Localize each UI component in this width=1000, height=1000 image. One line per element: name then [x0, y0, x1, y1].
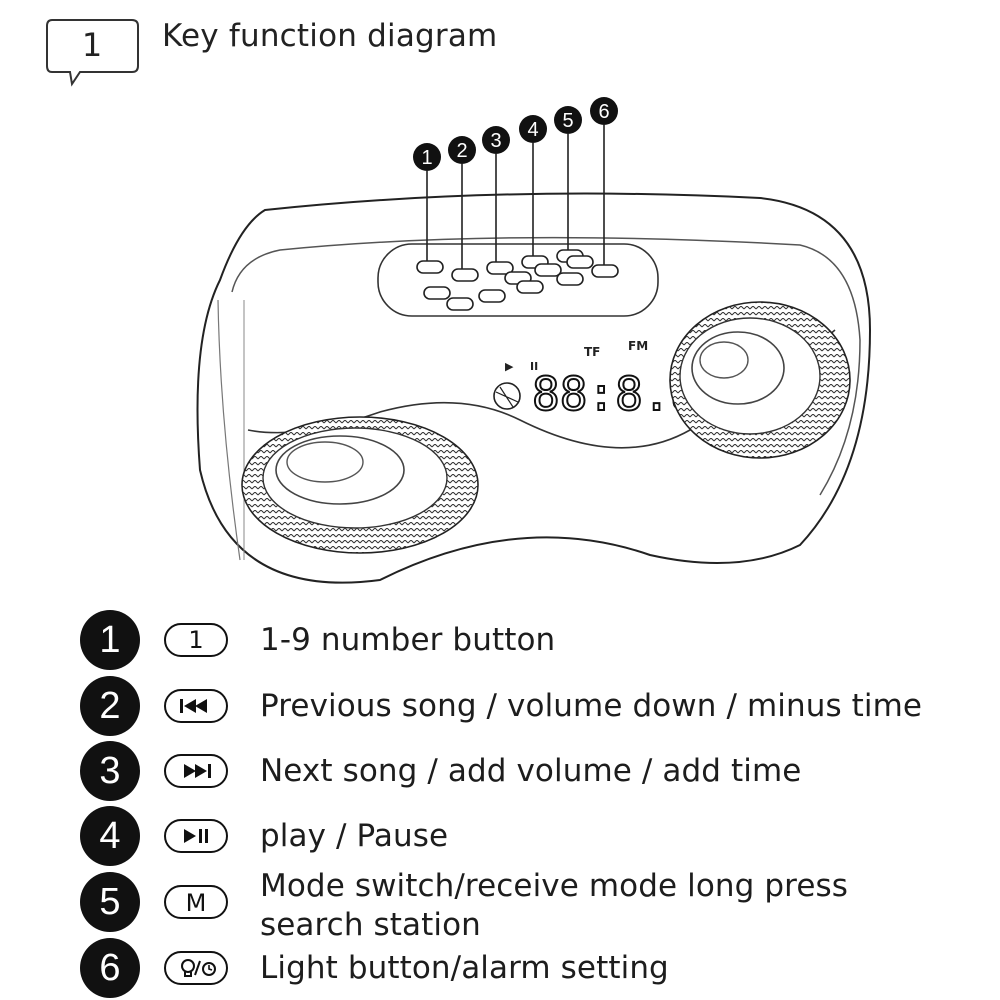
legend-text: 1-9 number button [260, 622, 556, 658]
legend-number-badge: 6 [80, 938, 140, 998]
device-button [516, 280, 544, 294]
callout-number: 6 [598, 101, 609, 123]
device-button [423, 286, 451, 300]
left-speaker [241, 416, 479, 554]
callout-circle [554, 106, 582, 134]
legend-text: Next song / add volume / add time [260, 753, 802, 789]
callout-number: 5 [562, 110, 573, 132]
right-speaker [669, 301, 851, 459]
display-indicator-pause: II [530, 360, 538, 373]
device-button [486, 261, 514, 275]
button-panel [377, 243, 659, 317]
callout-leader-lines [426, 125, 605, 269]
callout-number: 3 [490, 130, 501, 152]
number-key-icon: 1 [164, 623, 228, 657]
legend-text: Light button/alarm setting [260, 950, 669, 986]
callout-number: 1 [421, 147, 432, 169]
speech-bubble-badge [46, 19, 139, 87]
led-display: ▶ II TF FM 88:8.8 [493, 339, 699, 422]
previous-track-icon [164, 689, 228, 723]
svg-text:M: M [186, 889, 207, 917]
device-button [591, 264, 619, 278]
display-indicator-tf: TF [584, 345, 600, 359]
callout-circle [590, 97, 618, 125]
callout-circle [448, 136, 476, 164]
mode-key-icon: M [164, 885, 228, 919]
display-indicator-play: ▶ [505, 360, 514, 373]
play-pause-icon [164, 819, 228, 853]
callout-circle [482, 126, 510, 154]
device-button [416, 260, 444, 274]
legend-number-badge: 1 [80, 610, 140, 670]
callout-circle [413, 143, 441, 171]
legend-number-badge: 2 [80, 676, 140, 736]
legend-text-line-2: search station [260, 907, 481, 943]
callout-circle [519, 115, 547, 143]
legend-text: play / Pause [260, 818, 449, 854]
light-sensor-icon [493, 382, 521, 410]
callout-number: 4 [527, 119, 538, 141]
device-button [451, 268, 479, 282]
callout-markers: 1 2 3 4 5 6 [413, 97, 618, 171]
legend-text-line-1: Mode switch/receive mode long press [260, 868, 849, 904]
control-buttons [416, 249, 619, 311]
legend-number-badge: 4 [80, 806, 140, 866]
badge-number: 1 [81, 26, 103, 64]
next-track-icon [164, 754, 228, 788]
light-alarm-icon [164, 951, 228, 985]
device-button [478, 289, 506, 303]
device-button [446, 297, 474, 311]
device-button [556, 272, 584, 286]
callout-number: 2 [456, 140, 467, 162]
legend-text: Previous song / volume down / minus time [260, 688, 923, 724]
svg-text:1: 1 [188, 626, 203, 654]
legend-number-badge: 3 [80, 741, 140, 801]
device-button [566, 255, 594, 269]
display-indicator-fm: FM [628, 339, 648, 353]
legend-number-badge: 5 [80, 872, 140, 932]
page-title: Key function diagram [162, 18, 498, 54]
device-button [534, 263, 562, 277]
speaker-device-illustration: 1 2 3 4 5 6 ▶ II TF FM 88:8.8 [196, 97, 872, 584]
